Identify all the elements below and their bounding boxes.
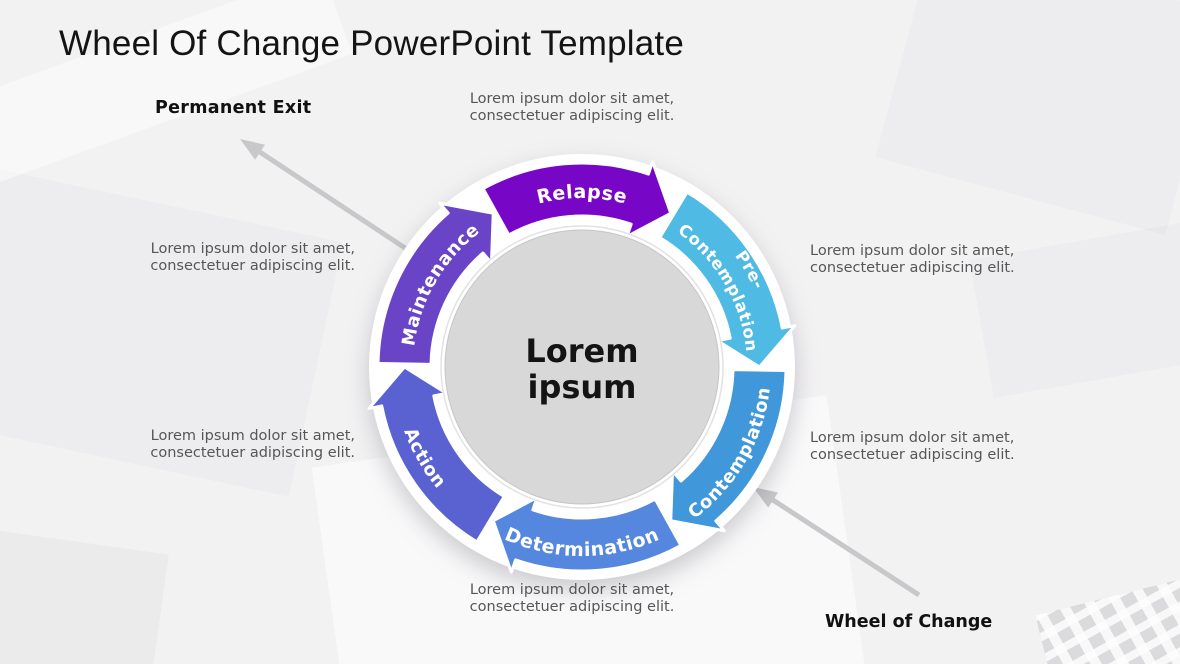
wheel-segment-determination [491,495,683,574]
arrowhead-icon [240,139,265,160]
wheel-segment-contemplation [669,368,788,533]
wheel-segment-maintenance [376,201,495,366]
wheel-segment-relapse [481,160,673,239]
arrow-to-wheel-of-change [753,487,921,598]
hub-circle [444,229,720,505]
wheel-segment-action [367,365,506,544]
slide-title: Wheel Of Change PowerPoint Template [59,24,685,63]
arrowhead-icon [753,487,778,508]
hub-label-line1: Lorem [525,332,638,370]
placeholder-text-bottom: Lorem ipsum dolor sit amet, consectetuer… [469,582,675,615]
hub-label-line2: ipsum [527,368,636,406]
wheel-of-change-label: Wheel of Change [825,612,993,632]
placeholder-text-left-upper: Lorem ipsum dolor sit amet, consectetuer… [150,241,355,274]
wheel-segment-pre-contemplation [658,190,797,369]
permanent-exit-label: Permanent Exit [155,98,312,118]
placeholder-text-right-lower: Lorem ipsum dolor sit amet, consectetuer… [810,430,1015,463]
placeholder-text-left-lower: Lorem ipsum dolor sit amet, consectetuer… [150,428,355,461]
placeholder-text-right-upper: Lorem ipsum dolor sit amet, consectetuer… [810,243,1015,276]
placeholder-text-top: Lorem ipsum dolor sit amet, consectetuer… [469,91,675,124]
